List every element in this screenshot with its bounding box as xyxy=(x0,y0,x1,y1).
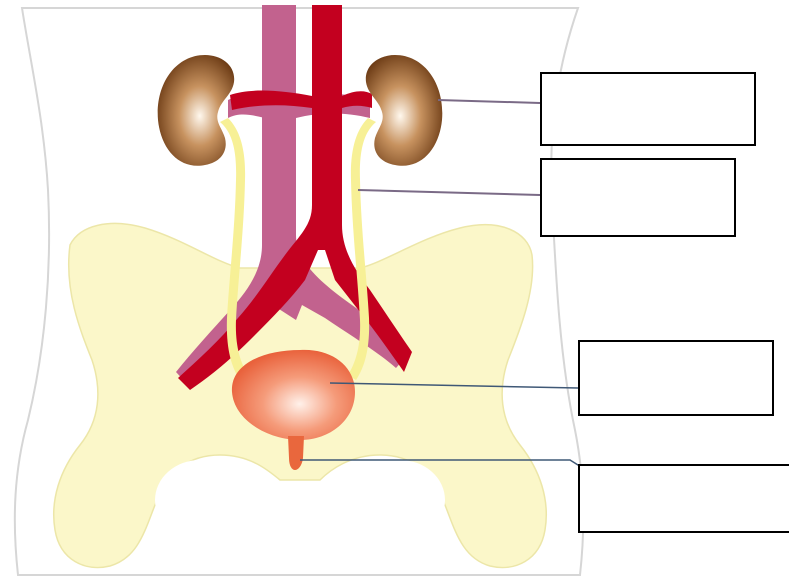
label-box-kidney-text xyxy=(542,74,754,86)
label-box-bladder[interactable] xyxy=(578,340,774,416)
obturator-foramen-right xyxy=(355,460,445,540)
label-box-urethra-text xyxy=(580,466,789,478)
label-box-ureter-text xyxy=(542,160,734,172)
label-box-bladder-text xyxy=(580,342,772,354)
obturator-foramen-left xyxy=(155,460,245,540)
label-box-kidney[interactable] xyxy=(540,72,756,146)
label-box-urethra[interactable] xyxy=(578,464,789,533)
label-box-ureter[interactable] xyxy=(540,158,736,237)
